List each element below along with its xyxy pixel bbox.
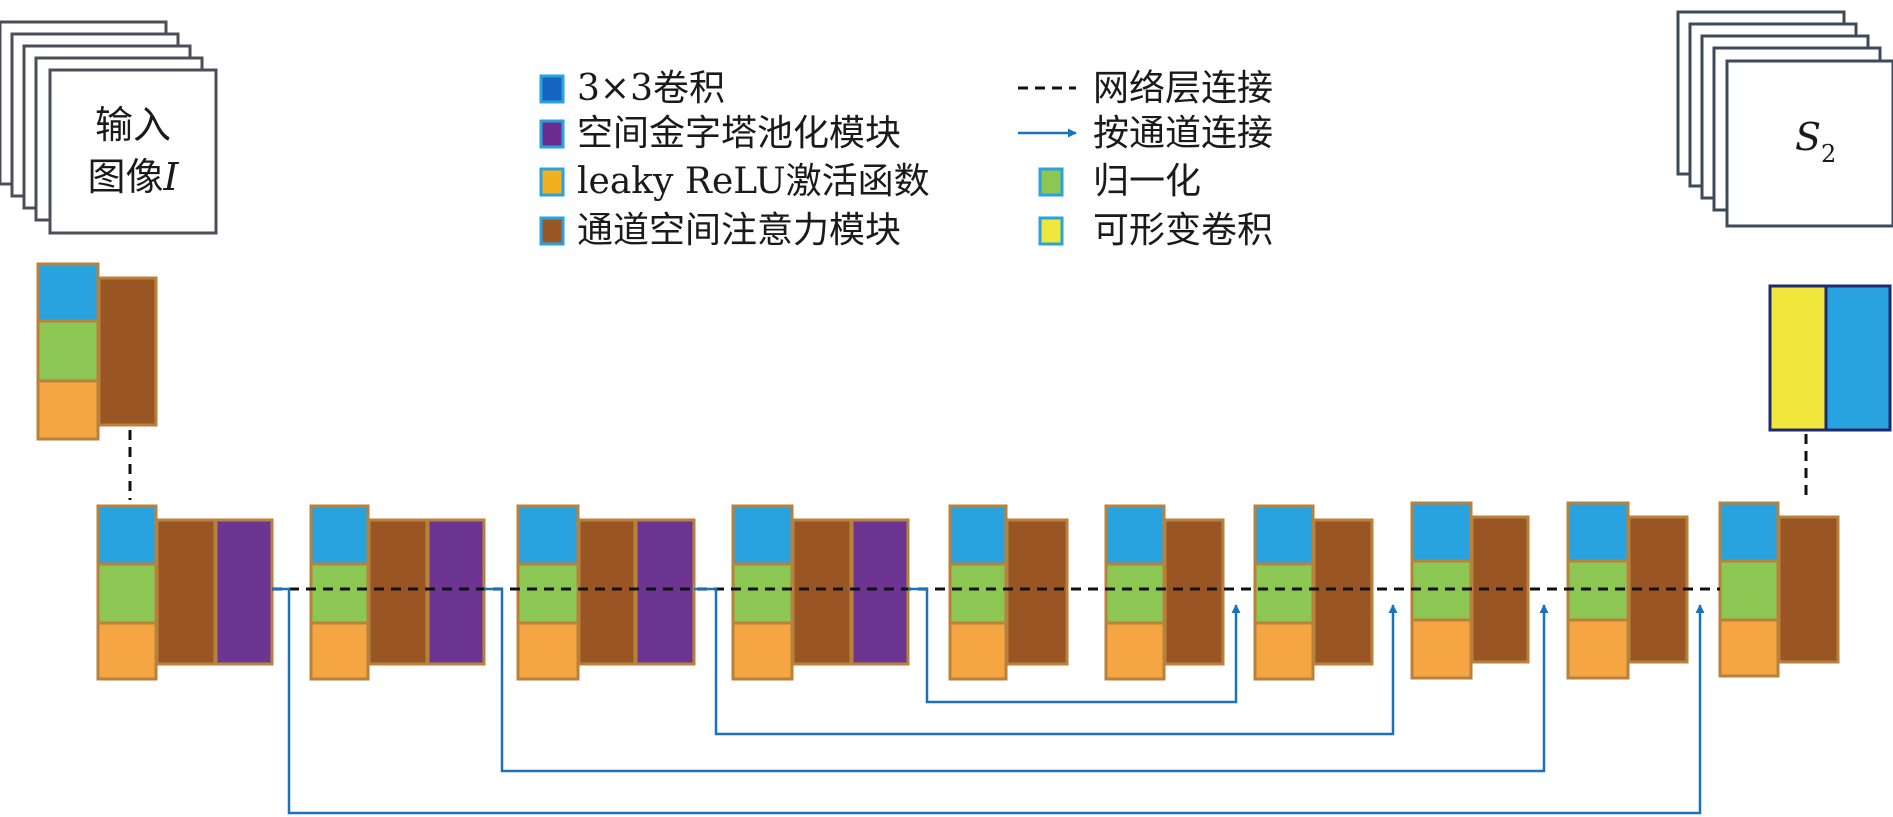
block-4 bbox=[731, 504, 910, 681]
channel-connections bbox=[272, 587, 1705, 815]
block-3 bbox=[516, 504, 696, 681]
legend-text-activation: leaky ReLU激活函数 bbox=[577, 161, 930, 202]
legend-swatch-activation bbox=[539, 167, 565, 197]
skip-connection-2 bbox=[484, 587, 1549, 773]
legend-text-conv: 3×3卷积 bbox=[577, 68, 725, 109]
legend-swatch-deform bbox=[1038, 216, 1064, 246]
input-label-line1: 输入 bbox=[95, 103, 171, 147]
legend-text-channel-concat: 按通道连接 bbox=[1093, 113, 1273, 154]
block-5 bbox=[948, 504, 1069, 681]
legend-swatch-spp bbox=[539, 119, 565, 149]
output-feature-stack: S2 bbox=[1676, 10, 1893, 228]
legend-text-attention: 通道空间注意力模块 bbox=[577, 210, 901, 251]
skip-connection-3 bbox=[694, 587, 1398, 736]
legend-swatch-attention bbox=[539, 216, 565, 246]
block-1 bbox=[96, 504, 274, 681]
legend-right: 网络层连接 按通道连接 归一化 可形变卷积 bbox=[1018, 68, 1273, 251]
legend-text-spp: 空间金字塔池化模块 bbox=[577, 113, 901, 154]
block-top-left bbox=[36, 262, 158, 441]
legend-left: 3×3卷积 空间金字塔池化模块 leaky ReLU激活函数 通道空间注意力模块 bbox=[539, 68, 930, 251]
block-6 bbox=[1104, 504, 1225, 681]
block-10 bbox=[1718, 501, 1840, 678]
legend-swatch-conv bbox=[539, 74, 565, 104]
block-top-right bbox=[1768, 284, 1892, 432]
skip-connection-4 bbox=[908, 587, 1241, 704]
legend-text-layer-connection: 网络层连接 bbox=[1093, 68, 1273, 109]
legend-text-deform: 可形变卷积 bbox=[1093, 210, 1273, 251]
block-7 bbox=[1253, 504, 1374, 681]
legend-swatch-norm bbox=[1038, 167, 1064, 197]
input-label-line2: 图像I bbox=[87, 155, 179, 199]
block-2 bbox=[309, 504, 486, 681]
input-image-stack: 输入 图像I bbox=[0, 20, 218, 235]
block-row bbox=[96, 501, 1840, 681]
skip-connection-1 bbox=[272, 587, 1705, 815]
legend-text-norm: 归一化 bbox=[1093, 161, 1201, 202]
output-label: S2 bbox=[1795, 115, 1836, 168]
